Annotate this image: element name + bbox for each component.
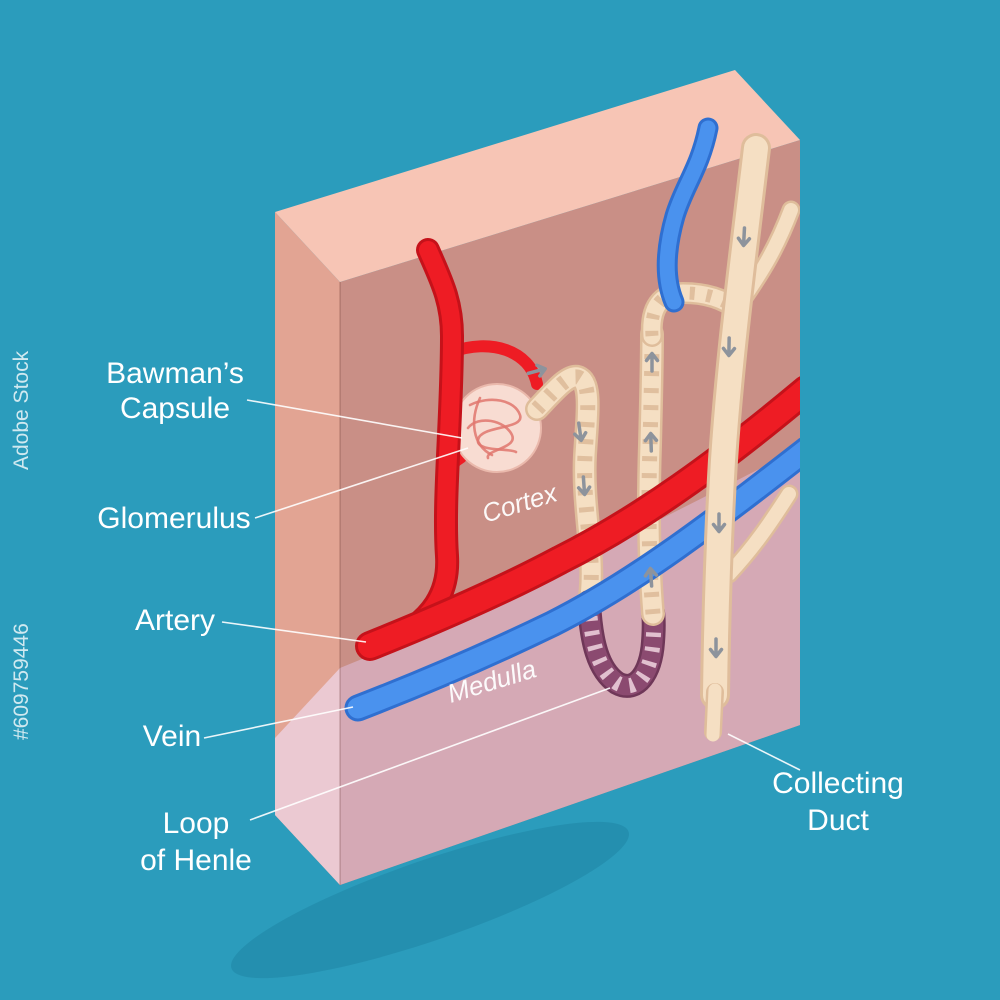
label-glomerulus: Glomerulus (97, 502, 250, 535)
block-top-face (275, 70, 800, 282)
vein-top-branch (656, 117, 719, 313)
afferent-arteriole (446, 340, 543, 390)
loop-twist-stripes (581, 601, 662, 694)
pointer-vein (203, 706, 354, 739)
pointer-bowmans-capsule (246, 399, 463, 439)
block-left-face-medulla (275, 668, 340, 885)
pointer-lines (203, 399, 801, 821)
pointer-loop-of-henle (249, 687, 611, 821)
label-loop-line1: Loop (163, 807, 230, 840)
label-bowmans-capsule-line2: Capsule (120, 392, 230, 425)
label-vein: Vein (143, 720, 201, 753)
labels: Bawman’s Capsule Glomerulus Artery Vein … (97, 357, 904, 877)
pointer-collecting-duct (727, 733, 801, 771)
pointer-glomerulus (254, 447, 469, 519)
loop-of-henle (577, 590, 666, 698)
watermark-brand: Adobe Stock (10, 350, 33, 470)
proximal-descending-tubule (525, 365, 604, 616)
label-loop-line2: of Henle (140, 844, 252, 877)
glomerulus-capillary (468, 398, 522, 454)
bowmans-capsule (452, 383, 542, 473)
label-collecting-duct-line1: Collecting (772, 767, 904, 800)
block-shadow (231, 821, 629, 979)
glomerulus (466, 396, 522, 460)
label-bowmans-capsule-line1: Bawman’s (106, 357, 244, 390)
descending-tubule (527, 367, 601, 614)
glomerulus-capillary (472, 396, 494, 457)
label-collecting-duct-line2: Duct (807, 804, 869, 837)
watermark: Adobe Stock #609759446 (10, 350, 33, 740)
vein-top-branch-body (659, 120, 716, 310)
pointer-artery (221, 621, 367, 643)
duct-branch-lower (722, 487, 796, 581)
duct-tip (706, 683, 722, 742)
glomerulus-capillary (466, 419, 514, 460)
label-artery: Artery (135, 604, 215, 637)
watermark-id: #609759446 (10, 623, 33, 740)
